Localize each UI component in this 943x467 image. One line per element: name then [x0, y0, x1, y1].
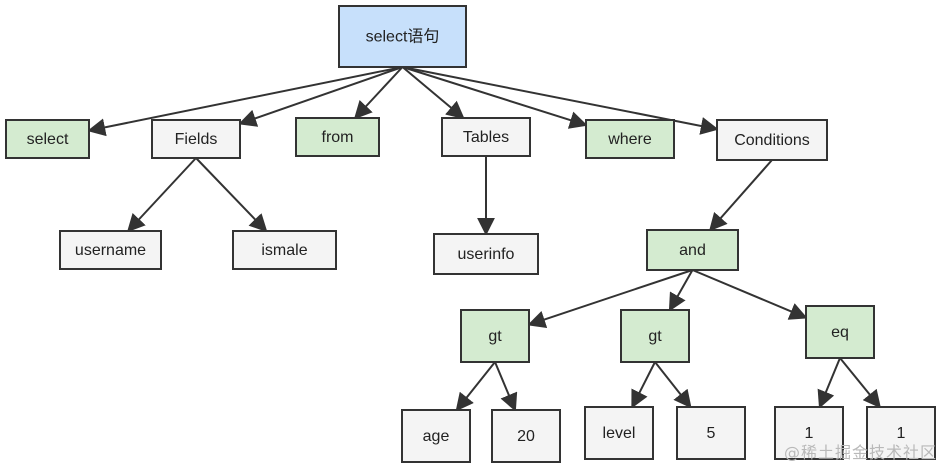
- edge-and-to-gt1: [527, 269, 693, 329]
- node-label-eq: eq: [831, 324, 849, 341]
- node-box-kw-where: [585, 119, 675, 159]
- node-box-age: [401, 409, 471, 463]
- edge-root-to-kw-select: [87, 66, 403, 137]
- node-kw-select: select: [5, 119, 90, 159]
- node-label-and: and: [679, 242, 706, 259]
- edge-gt1-to-v20: [494, 361, 518, 412]
- node-box-v5: [676, 406, 746, 460]
- node-label-tables: Tables: [463, 129, 509, 146]
- node-box-eq: [805, 305, 875, 359]
- edge-eq-to-one-a: [817, 357, 841, 409]
- node-label-kw-select: select: [27, 131, 69, 148]
- node-kw-where: where: [585, 119, 675, 159]
- node-box-one-a: [774, 406, 844, 460]
- node-level: level: [584, 406, 654, 460]
- edge-and-to-gt2: [668, 269, 694, 312]
- node-label-username: username: [75, 242, 146, 259]
- edge-conditions-to-and: [708, 159, 773, 232]
- edge-fields-to-username: [126, 157, 197, 233]
- node-label-level: level: [603, 425, 636, 442]
- node-label-kw-from: from: [322, 129, 354, 146]
- node-ismale: ismale: [232, 230, 337, 270]
- node-username: username: [59, 230, 162, 270]
- node-v5: 5: [676, 406, 746, 460]
- edge-gt2-to-v5: [654, 361, 692, 409]
- node-box-gt1: [460, 309, 530, 363]
- node-box-v20: [491, 409, 561, 463]
- edges-layer: [87, 66, 881, 412]
- node-label-fields: Fields: [175, 131, 218, 148]
- node-and: and: [646, 229, 739, 271]
- node-box-gt2: [620, 309, 690, 363]
- node-tables: Tables: [441, 117, 531, 157]
- node-fields: Fields: [151, 119, 241, 159]
- node-box-fields: [151, 119, 241, 159]
- node-box-conditions: [716, 119, 828, 161]
- node-box-ismale: [232, 230, 337, 270]
- node-label-age: age: [423, 428, 450, 445]
- watermark-text: @稀土掘金技术社区: [783, 443, 937, 462]
- node-label-kw-where: where: [607, 131, 652, 148]
- node-label-conditions: Conditions: [734, 132, 810, 149]
- node-label-userinfo: userinfo: [458, 246, 515, 263]
- edge-root-to-conditions: [402, 66, 719, 135]
- node-label-one-b: 1: [897, 425, 906, 442]
- node-label-ismale: ismale: [261, 242, 307, 259]
- node-one-a: 1: [774, 406, 844, 460]
- node-conditions: Conditions: [716, 119, 828, 161]
- node-one-b: 1: [866, 406, 936, 460]
- nodes-layer: select语句 select Fields from Tables where Condi…: [5, 5, 936, 463]
- node-box-root: [338, 5, 467, 68]
- node-box-userinfo: [433, 233, 539, 275]
- node-label-gt2: gt: [648, 328, 662, 345]
- edge-fields-to-ismale: [195, 157, 268, 233]
- node-root: select语句: [338, 5, 467, 68]
- node-label-gt1: gt: [488, 328, 502, 345]
- edge-and-to-eq: [692, 269, 808, 320]
- node-label-v5: 5: [707, 425, 716, 442]
- node-label-root: select语句: [366, 28, 440, 46]
- node-box-username: [59, 230, 162, 270]
- edge-root-to-kw-from: [353, 66, 404, 120]
- node-age: age: [401, 409, 471, 463]
- node-box-kw-from: [295, 117, 380, 157]
- node-box-and: [646, 229, 739, 271]
- node-box-kw-select: [5, 119, 90, 159]
- node-eq: eq: [805, 305, 875, 359]
- edge-root-to-fields: [238, 66, 403, 127]
- edge-gt2-to-level: [631, 361, 656, 409]
- node-kw-from: from: [295, 117, 380, 157]
- node-label-one-a: 1: [805, 425, 814, 442]
- node-box-one-b: [866, 406, 936, 460]
- node-gt2: gt: [620, 309, 690, 363]
- edge-root-to-kw-where: [402, 66, 588, 129]
- node-box-level: [584, 406, 654, 460]
- edge-root-to-tables: [401, 66, 465, 120]
- node-label-v20: 20: [517, 428, 535, 445]
- edge-eq-to-one-b: [839, 357, 881, 409]
- node-v20: 20: [491, 409, 561, 463]
- node-box-tables: [441, 117, 531, 157]
- node-userinfo: userinfo: [433, 233, 539, 275]
- node-gt1: gt: [460, 309, 530, 363]
- edge-gt1-to-age: [455, 361, 496, 412]
